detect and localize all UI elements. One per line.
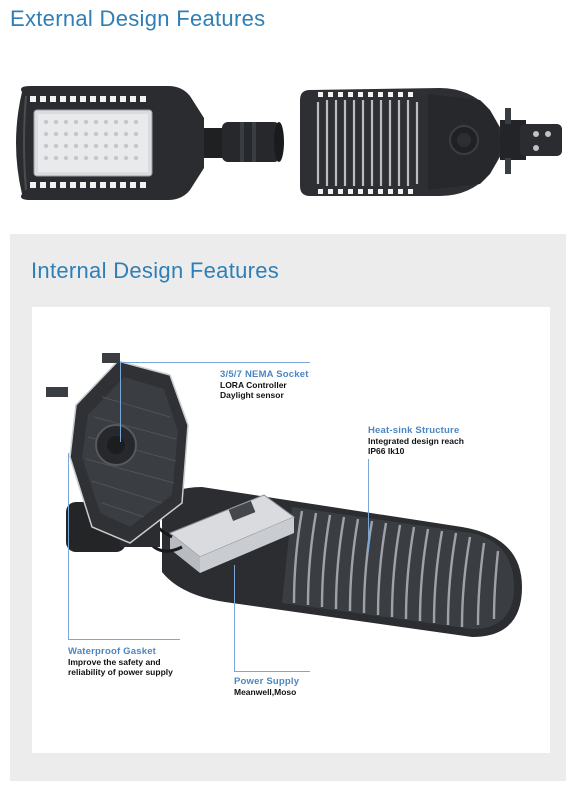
waterproof-gasket-title: Waterproof Gasket (68, 646, 157, 657)
nema-socket-line-1: LORA Controller (220, 380, 287, 391)
heatsink-line-2: IP66 Ik10 (368, 446, 405, 457)
waterproof-gasket-line-1: Improve the safety and (68, 657, 161, 668)
nema-socket-title: 3/5/7 NEMA Socket (220, 369, 309, 380)
internal-diagram-card: 3/5/7 NEMA Socket LORA Controller Daylig… (32, 307, 550, 753)
power-leader-horizontal (234, 671, 310, 672)
power-supply-callout: Power Supply Meanwell,Moso (234, 676, 299, 697)
power-leader-vertical (234, 565, 235, 671)
heatsink-leader (368, 459, 369, 551)
power-supply-line-1: Meanwell,Moso (234, 687, 297, 698)
nema-socket-callout: 3/5/7 NEMA Socket LORA Controller Daylig… (220, 369, 309, 400)
internal-design-title: Internal Design Features (31, 258, 280, 283)
internal-design-panel: Internal Design Features (10, 234, 566, 781)
heatsink-callout: Heat-sink Structure Integrated design re… (368, 425, 464, 456)
gasket-leader-vertical (68, 453, 69, 639)
open-luminaire-illustration (46, 353, 522, 637)
external-product-images (0, 78, 578, 208)
nema-leader-vertical (120, 362, 121, 442)
rear-view-luminaire-image (300, 88, 562, 196)
external-design-title: External Design Features (10, 6, 266, 31)
gasket-leader-horizontal (68, 639, 180, 640)
front-view-luminaire-image (16, 86, 284, 200)
power-supply-title: Power Supply (234, 676, 300, 687)
nema-socket-line-2: Daylight sensor (220, 390, 284, 401)
waterproof-gasket-callout: Waterproof Gasket Improve the safety and… (68, 646, 173, 677)
heatsink-title: Heat-sink Structure (368, 425, 460, 436)
heatsink-line-1: Integrated design reach (368, 436, 464, 447)
nema-leader-horizontal (120, 362, 310, 363)
waterproof-gasket-line-2: reliability of power supply (68, 667, 173, 678)
